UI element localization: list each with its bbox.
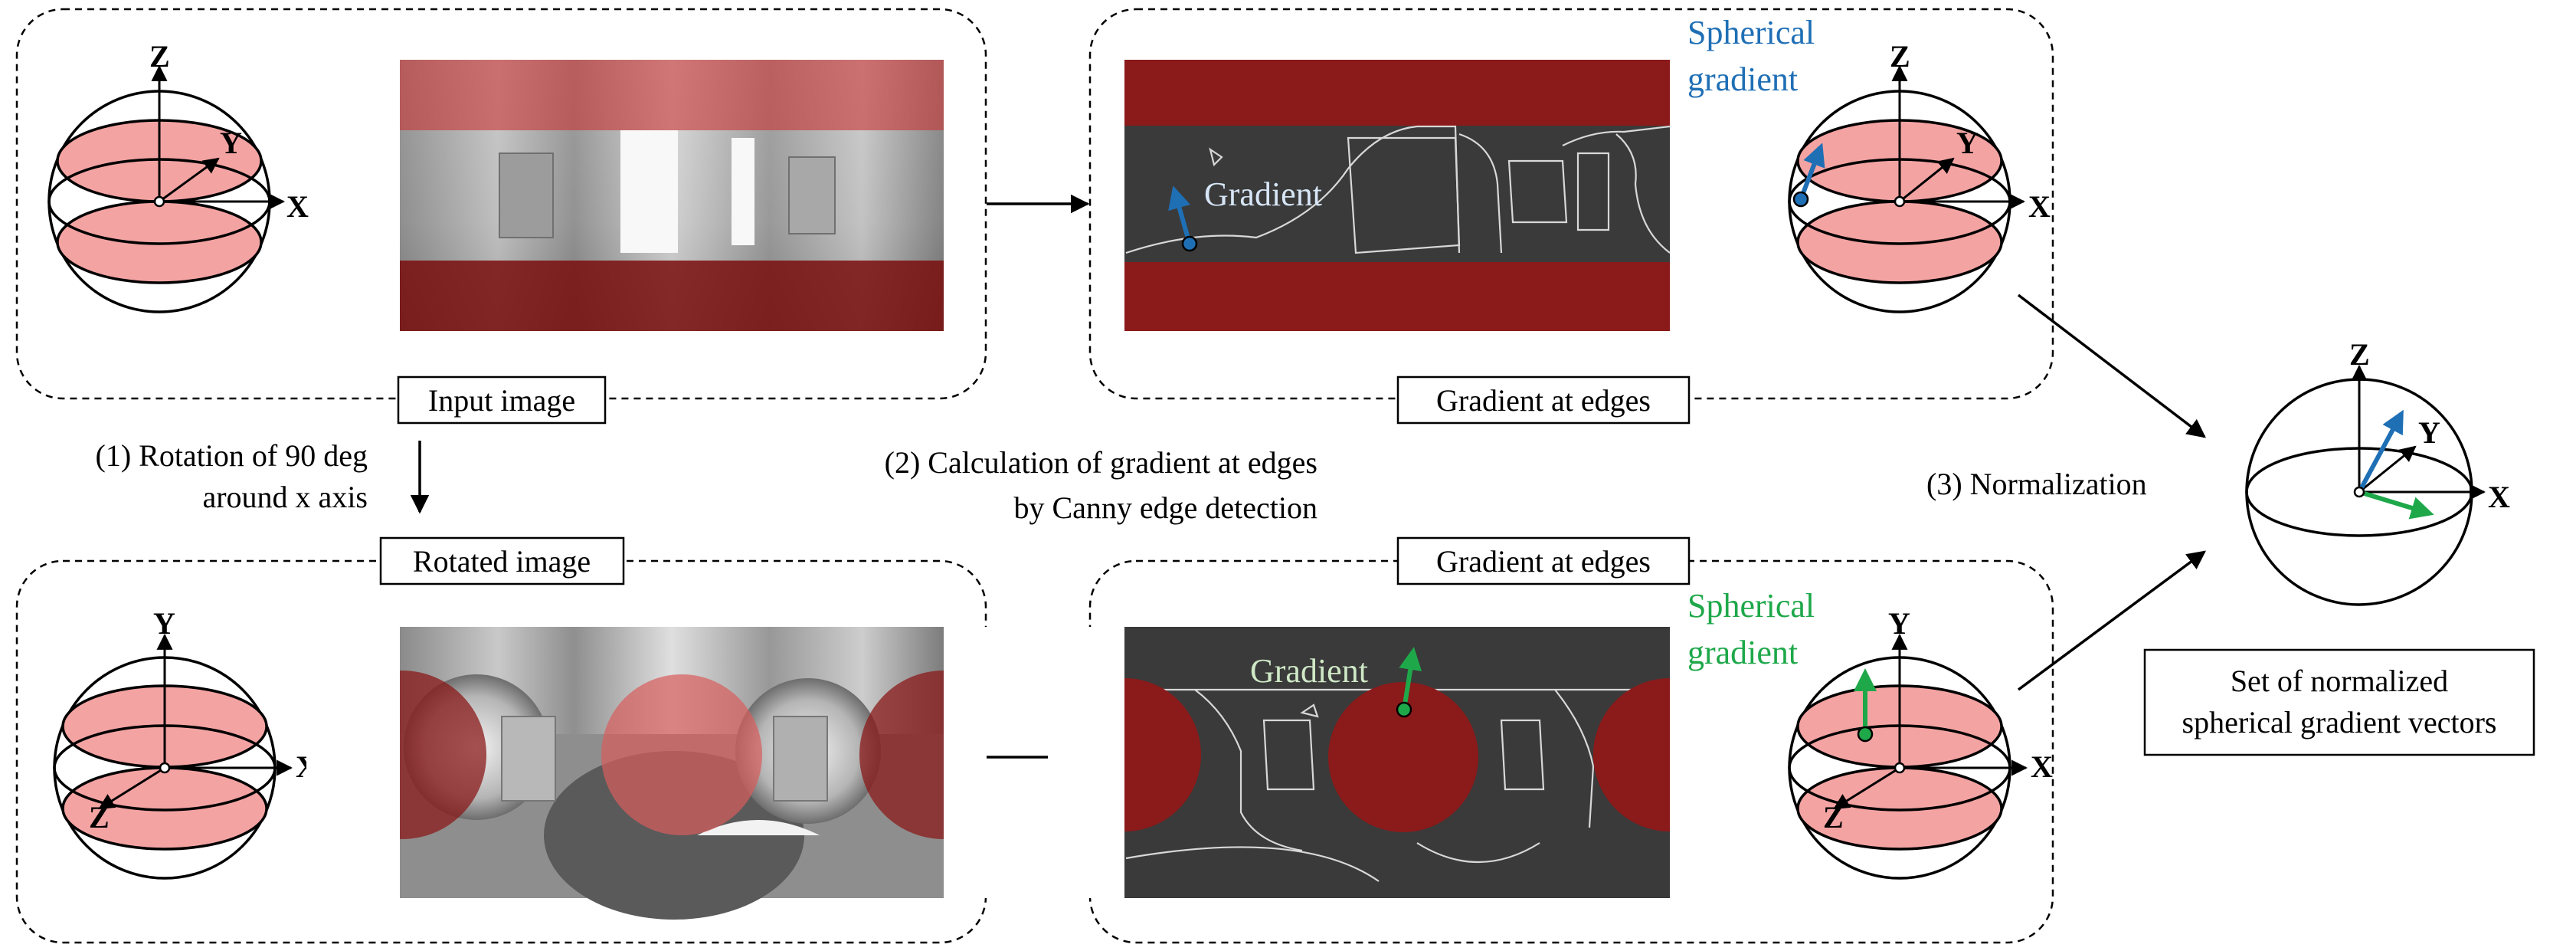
step1-line2: around x axis [202, 480, 368, 514]
step2-line2: by Canny edge detection [1013, 490, 1317, 525]
input-sphere: Z X Y [47, 39, 309, 313]
spherical-text-top-2: gradient [1687, 61, 1798, 98]
input-label-box [397, 375, 607, 425]
svg-text:Y: Y [1956, 126, 1979, 160]
svg-text:Y: Y [2418, 415, 2440, 450]
spherical-sphere-top: Z X Y [1788, 39, 2051, 313]
rotated-label: Rotated image [413, 544, 591, 579]
axis-z-label: Z [149, 39, 170, 74]
gradient-bottom-label: Gradient at edges [1436, 544, 1651, 579]
svg-text:Z: Z [2349, 337, 2370, 372]
rotated-equirect-image [306, 627, 1036, 920]
rotated-sphere: Y X Z [53, 606, 318, 880]
arrow-top-to-result [2017, 293, 2206, 438]
arrow-bottom-to-result [2017, 550, 2206, 691]
step3-label: (3) Normalization [1926, 467, 2147, 501]
gradient-text-top: Gradient [1204, 175, 1322, 213]
normalized-sphere: Z X Y [2245, 337, 2510, 606]
svg-text:X: X [2488, 480, 2510, 514]
axis-x-label: X [286, 189, 309, 224]
gradient-point-bottom [1396, 701, 1412, 718]
gradient-top-panel [1088, 8, 2054, 400]
input-equirect-image [400, 60, 944, 331]
gradient-top-label-box [1396, 375, 1691, 425]
step1-line1: (1) Rotation of 90 deg [96, 438, 368, 473]
input-label: Input image [428, 383, 575, 418]
result-label-line1: Set of normalized [2231, 664, 2448, 698]
result-label-box [2143, 648, 2535, 756]
rotated-label-box [379, 536, 625, 585]
spherical-text-top-1: Spherical [1687, 14, 1815, 51]
svg-text:Y: Y [1888, 606, 1910, 641]
gradient-bottom-label-box [1396, 536, 1691, 585]
svg-text:Z: Z [1890, 39, 1910, 74]
gradient-top-label: Gradient at edges [1436, 383, 1651, 418]
edge-image-top [1124, 60, 1671, 331]
result-label-line2: spherical gradient vectors [2182, 705, 2497, 739]
gradient-vector-bottom [1399, 647, 1422, 710]
spherical-text-bottom-1: Spherical [1687, 587, 1815, 625]
spherical-text-bottom-2: gradient [1687, 634, 1798, 671]
rot-axis-y-label: Y [153, 606, 175, 641]
step2-line1: (2) Calculation of gradient at edges [885, 445, 1317, 480]
svg-text:Z: Z [1823, 800, 1844, 835]
edge-bottom-mask-center [1328, 682, 1478, 832]
gradient-vector-top [1168, 185, 1192, 244]
axis-y-label: Y [220, 126, 242, 160]
spherical-sphere-bottom: Y X Z [1788, 606, 2053, 880]
svg-text:X: X [2031, 749, 2053, 784]
gradient-point-top [1181, 235, 1198, 252]
gradient-text-bottom: Gradient [1250, 652, 1368, 690]
svg-text:X: X [2028, 189, 2051, 224]
rot-axis-z-label: Z [89, 800, 110, 835]
